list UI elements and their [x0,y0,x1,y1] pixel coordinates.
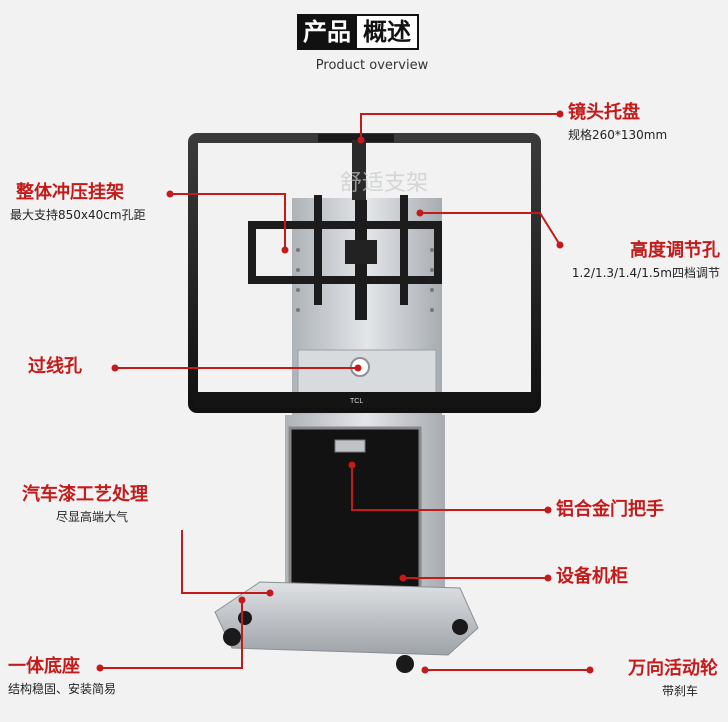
tv-brand-logo: TCL [350,398,363,405]
tv-bottom-bar [193,392,536,408]
title-part1: 产品 [297,14,357,50]
callout-cabinet: 设备机柜 [556,566,628,588]
callout-paint: 汽车漆工艺处理 尽显高端大气 [22,484,148,526]
page-subtitle: Product overview [315,58,429,73]
caster-wheels [223,611,468,673]
cabinet-title: 设备机柜 [556,566,628,587]
base-title: 一体底座 [8,656,80,677]
callout-height-holes: 高度调节孔 1.2/1.3/1.4/1.5m四档调节 [572,240,720,282]
cable-hole-title: 过线孔 [28,356,82,377]
stamped-bracket-title: 整体冲压挂架 [16,182,124,203]
title-part2: 概述 [357,14,419,50]
callout-cable-hole: 过线孔 [28,356,82,378]
watermark: 舒适支架 [340,171,428,196]
height-holes-title: 高度调节孔 [630,240,720,261]
bracket-plate [345,240,377,264]
camera-tray-sub: 规格260*130mm [568,128,668,142]
leader-lines [100,113,590,671]
stand-base [214,581,479,656]
callout-stamped-bracket: 整体冲压挂架 最大支持850x40cm孔距 [10,182,146,224]
base-sub: 结构稳固、安装简易 [8,682,117,696]
wall-bracket [248,195,442,320]
handle-title: 铝合金门把手 [556,499,664,520]
cabinet-door [288,426,422,605]
callout-camera-tray: 镜头托盘 规格260*130mm [568,102,667,144]
callout-base: 一体底座 结构稳固、安装简易 [8,656,116,698]
casters-title: 万向活动轮 [628,658,718,679]
page-title: 产品 概述 [297,14,419,50]
camera-tray [318,134,394,142]
casters-sub: 带刹车 [661,684,698,698]
height-holes-sub: 1.2/1.3/1.4/1.5m四档调节 [571,266,720,280]
paint-title: 汽车漆工艺处理 [22,484,148,505]
door-handle [334,439,366,453]
stamped-bracket-sub: 最大支持850x40cm孔距 [10,208,146,222]
callout-handle: 铝合金门把手 [556,499,664,521]
paint-sub: 尽显高端大气 [56,510,129,524]
callout-casters: 万向活动轮 带刹车 [628,658,718,700]
height-adjust-holes [296,248,434,312]
camera-tray-stem [352,140,366,200]
camera-tray-title: 镜头托盘 [568,102,640,123]
leader-dots [96,110,594,674]
